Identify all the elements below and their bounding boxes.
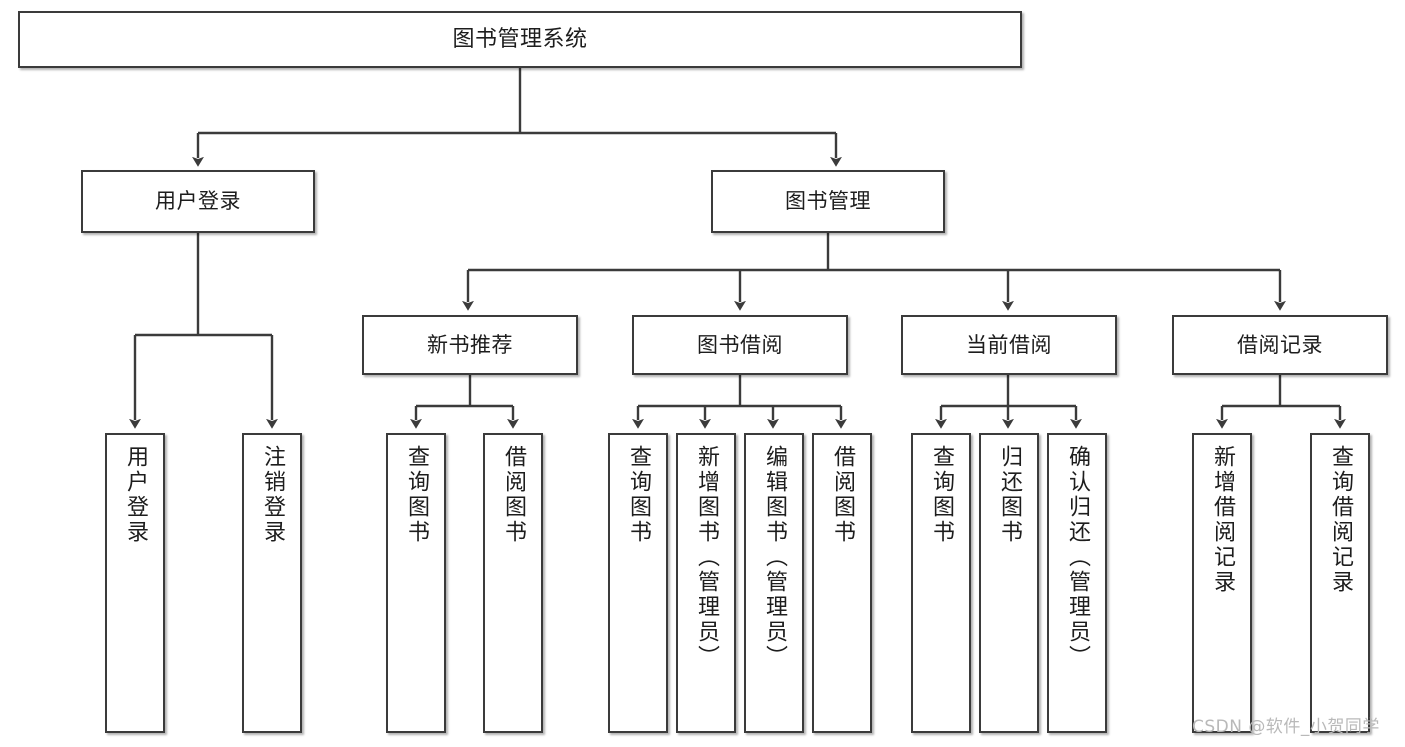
node-label: 查询图书: [626, 445, 651, 545]
leaf-add-borrowing-record[interactable]: 新增借阅记录: [1192, 433, 1252, 733]
csdn-watermark: CSDN @软件_小贺同学: [1192, 717, 1380, 737]
leaf-query-borrowing-record[interactable]: 查询借阅记录: [1310, 433, 1370, 733]
node-label: 查询图书: [929, 445, 954, 545]
node-label: 查询借阅记录: [1328, 445, 1353, 595]
node-label: 确认归还（管理员）: [1065, 445, 1090, 670]
leaf-borrow-book-recommendation[interactable]: 借阅图书: [483, 433, 543, 733]
node-label: 注销登录: [260, 445, 285, 545]
leaf-query-book-recommendation[interactable]: 查询图书: [386, 433, 446, 733]
leaf-return-book[interactable]: 归还图书: [979, 433, 1039, 733]
leaf-edit-book-admin[interactable]: 编辑图书（管理员）: [744, 433, 804, 733]
node-label: 归还图书: [997, 445, 1022, 545]
node-current-borrowing[interactable]: 当前借阅: [901, 315, 1117, 375]
node-label: 新增图书（管理员）: [694, 445, 719, 670]
leaf-query-book-current[interactable]: 查询图书: [911, 433, 971, 733]
node-label: 借阅图书: [501, 445, 526, 545]
node-label: 图书借阅: [697, 332, 783, 357]
leaf-user-login[interactable]: 用户登录: [105, 433, 165, 733]
node-label: 用户登录: [155, 189, 241, 214]
node-label: 图书管理: [785, 189, 871, 214]
node-borrowing-record[interactable]: 借阅记录: [1172, 315, 1388, 375]
node-label: 编辑图书（管理员）: [762, 445, 787, 670]
node-book-management[interactable]: 图书管理: [711, 170, 945, 233]
node-root-book-management-system[interactable]: 图书管理系统: [18, 11, 1022, 68]
leaf-confirm-return-admin[interactable]: 确认归还（管理员）: [1047, 433, 1107, 733]
node-label: 借阅图书: [830, 445, 855, 545]
leaf-query-book-borrowing[interactable]: 查询图书: [608, 433, 668, 733]
node-label: 当前借阅: [966, 332, 1052, 357]
node-label: 新增借阅记录: [1210, 445, 1235, 595]
node-book-borrowing[interactable]: 图书借阅: [632, 315, 848, 375]
node-label: 用户登录: [123, 445, 148, 545]
node-user-login[interactable]: 用户登录: [81, 170, 315, 233]
node-label: 借阅记录: [1237, 332, 1323, 357]
node-label: 查询图书: [404, 445, 429, 545]
node-label: 新书推荐: [427, 332, 513, 357]
node-new-book-recommendation[interactable]: 新书推荐: [362, 315, 578, 375]
leaf-logout[interactable]: 注销登录: [242, 433, 302, 733]
leaf-borrow-book[interactable]: 借阅图书: [812, 433, 872, 733]
node-label: 图书管理系统: [452, 26, 588, 52]
leaf-add-book-admin[interactable]: 新增图书（管理员）: [676, 433, 736, 733]
